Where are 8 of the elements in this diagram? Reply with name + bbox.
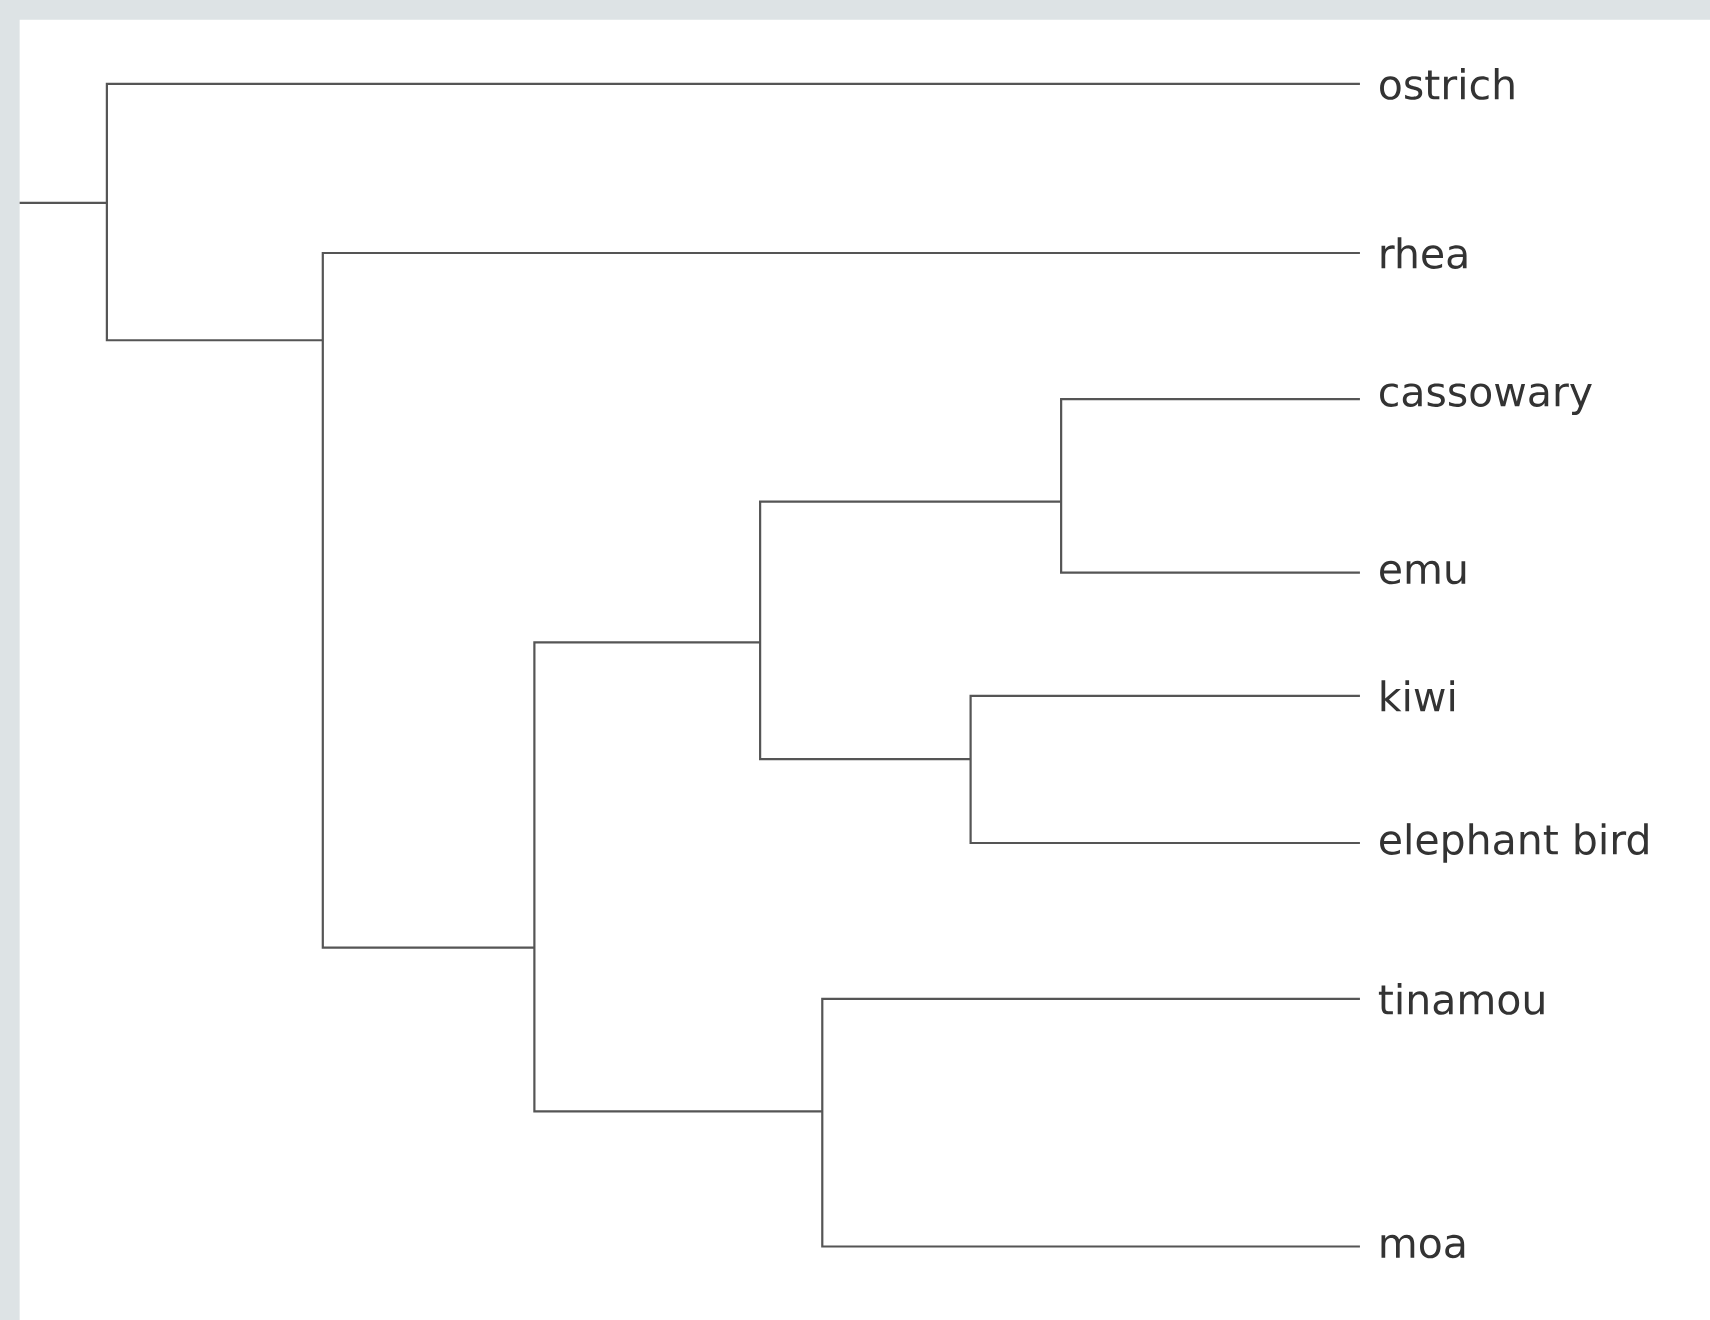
- taxon-label: tinamou: [1378, 983, 1544, 1015]
- taxon-label: cassowary: [1380, 383, 1592, 415]
- taxon-label: elephant bird: [1380, 823, 1648, 863]
- taxon-label: moa: [1381, 1234, 1465, 1259]
- taxon-label: kiwi: [1381, 680, 1454, 712]
- taxon-label: emu: [1380, 560, 1466, 585]
- taxon-label: ostrich: [1380, 68, 1514, 100]
- taxon-label: rhea: [1381, 237, 1467, 269]
